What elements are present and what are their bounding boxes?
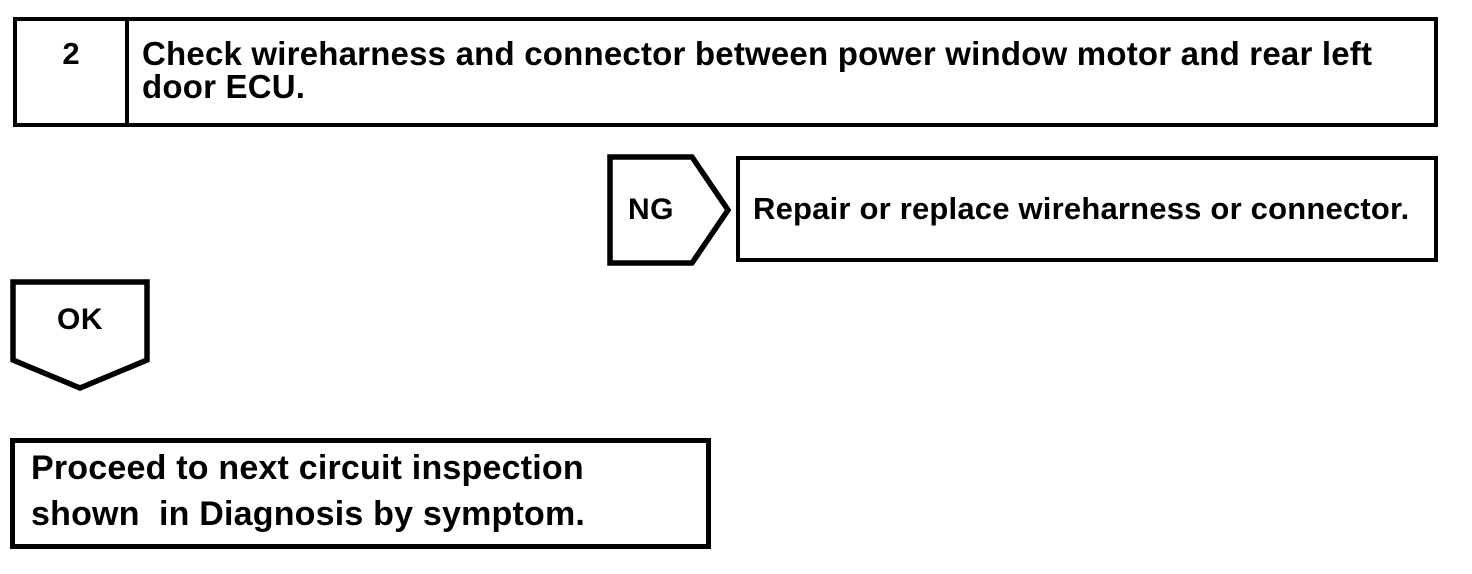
step-instruction-line-2: door ECU. bbox=[142, 68, 306, 105]
ng-label: NG bbox=[628, 193, 674, 226]
ng-action-text: Repair or replace wireharness or connect… bbox=[753, 191, 1410, 226]
ng-arrow-right-icon bbox=[607, 154, 731, 266]
ok-label: OK bbox=[57, 303, 103, 336]
ng-connector: NG bbox=[607, 154, 731, 266]
step-number-cell: 2 bbox=[17, 21, 129, 123]
result-line-2: shown in Diagnosis by symptom. bbox=[31, 495, 586, 533]
ng-action-box: Repair or replace wireharness or connect… bbox=[736, 156, 1438, 262]
result-box: Proceed to next circuit inspection shown… bbox=[10, 438, 711, 549]
step-box: 2 Check wireharness and connector betwee… bbox=[13, 17, 1438, 127]
step-instruction-line-1: Check wireharness and connector between … bbox=[142, 35, 1373, 72]
ok-arrow-down-icon bbox=[10, 279, 150, 391]
step-number: 2 bbox=[62, 36, 80, 71]
ok-connector: OK bbox=[10, 279, 150, 391]
result-line-1: Proceed to next circuit inspection bbox=[31, 449, 584, 487]
step-instruction: Check wireharness and connector between … bbox=[129, 21, 1434, 123]
